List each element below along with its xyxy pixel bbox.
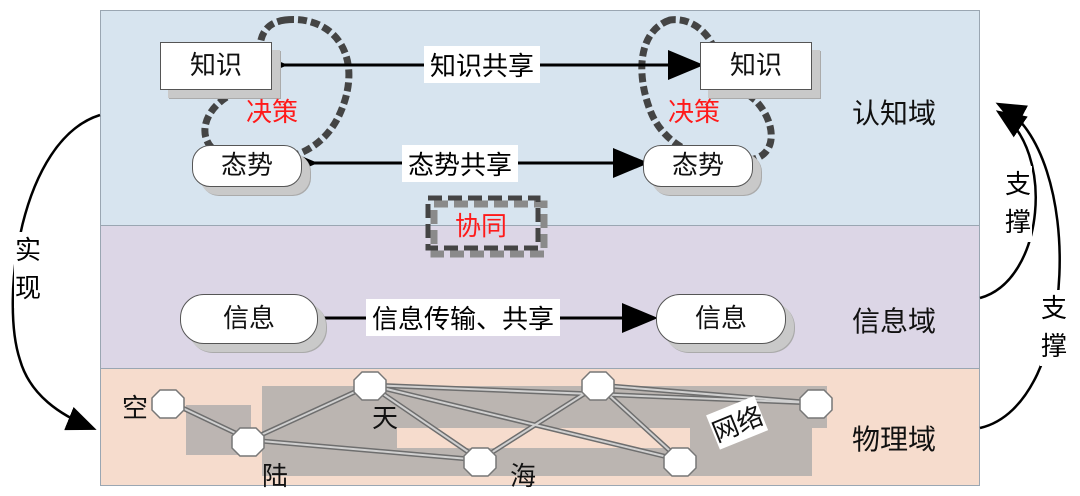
info-box-left: 信息 xyxy=(180,294,318,344)
node-net-top xyxy=(581,371,615,401)
info-label-left: 信息 xyxy=(222,304,275,334)
side-arrows xyxy=(11,102,1061,431)
network-nodes xyxy=(151,371,833,477)
decision-ellipses xyxy=(201,16,775,165)
sky-label: 空 xyxy=(122,394,149,424)
cognitive-domain-label: 认知域 xyxy=(852,97,937,130)
situation-label-right: 态势 xyxy=(671,151,724,181)
information-domain-label: 信息域 xyxy=(852,305,937,338)
support-label-2: 支撑 xyxy=(1040,290,1068,366)
sea-label: 海 xyxy=(510,462,537,492)
node-sky xyxy=(151,389,185,419)
decision-label-left: 决策 xyxy=(246,98,299,128)
realize-label: 实现 xyxy=(14,232,42,308)
knowledge-label-left: 知识 xyxy=(189,51,242,81)
decision-label-right: 决策 xyxy=(668,98,721,128)
space-label: 天 xyxy=(372,404,399,434)
support-label-1: 支撑 xyxy=(1004,166,1032,242)
situation-share-label: 态势共享 xyxy=(402,145,519,182)
physical-domain-label: 物理域 xyxy=(852,423,937,456)
land-label: 陆 xyxy=(262,462,289,492)
info-transfer-label: 信息传输、共享 xyxy=(366,299,561,336)
node-net-bottom xyxy=(663,447,697,477)
knowledge-box-left: 知识 xyxy=(160,42,272,90)
node-sea xyxy=(463,447,497,477)
knowledge-box-right: 知识 xyxy=(700,42,812,90)
knowledge-share-label: 知识共享 xyxy=(424,46,541,83)
info-box-right: 信息 xyxy=(656,294,786,344)
knowledge-label-right: 知识 xyxy=(729,51,782,81)
node-land xyxy=(231,427,265,457)
info-label-right: 信息 xyxy=(694,304,747,334)
collaboration-label: 协同 xyxy=(455,212,508,242)
node-net-right xyxy=(799,389,833,419)
situation-box-left: 态势 xyxy=(192,145,302,187)
situation-box-right: 态势 xyxy=(643,145,753,187)
node-space xyxy=(353,371,387,401)
situation-label-left: 态势 xyxy=(220,151,273,181)
